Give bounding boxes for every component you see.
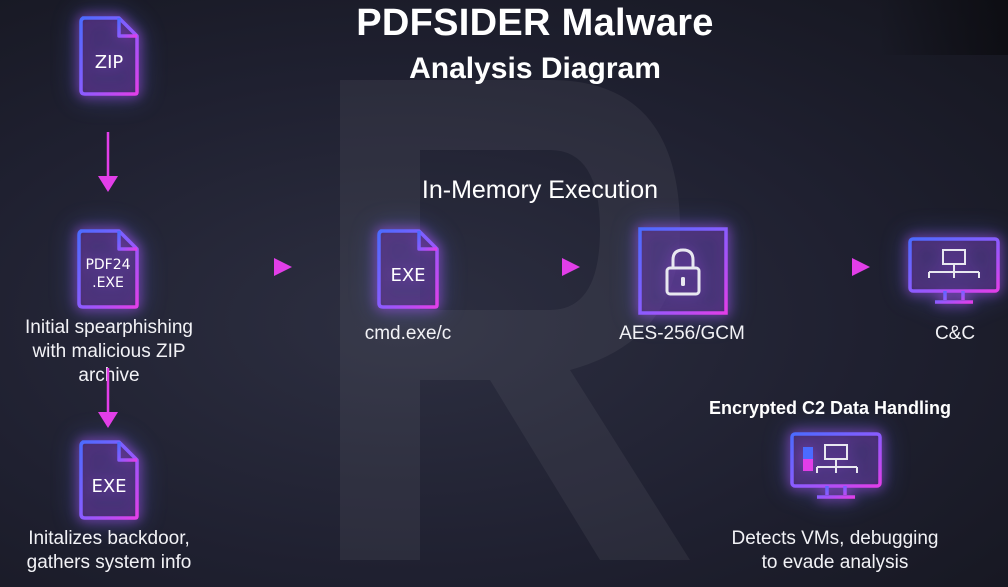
vm-caption-line2: to evade analysis [761,552,909,573]
watermark-logo [340,80,690,560]
aes-caption: AES-256/GCM [619,323,745,344]
pdf24-icon-line1: PDF24 [85,257,131,273]
pdf24-file-icon: PDF24 .EXE [75,227,141,311]
network-monitor-icon [907,236,1001,310]
page-title: PDFSIDER Malware [356,2,714,44]
corner-shade [878,0,1008,55]
vm-caption-line1: Detects VMs, debugging [731,528,939,549]
arrow-zip-to-pdf24 [98,132,118,192]
in-memory-title: In-Memory Execution [421,176,659,204]
encrypted-c2-title: Encrypted C2 Data Handling [708,398,952,418]
cmd-caption: cmd.exe/c [364,323,452,344]
monitor-vm-icon [789,431,883,505]
pdf24-caption-line2: with malicious ZIP archive [32,341,186,386]
arrow-aes-to-cnc [812,258,870,276]
cmd-exe-icon: EXE [375,227,441,311]
cnc-caption: C&C [934,323,976,344]
arrow-cmd-to-aes [522,258,580,276]
pdf24-icon-line2: .EXE [92,275,124,291]
cmd-icon-label: EXE [390,265,426,286]
arrow-pdf24-to-backdoor [98,368,118,428]
page-subtitle: Analysis Diagram [409,52,661,85]
vm-caption: Detects VMs, debugging to evade analysis [710,527,960,575]
backdoor-caption-line1: Initalizes backdoor, [28,528,190,549]
backdoor-icon-label: EXE [91,476,127,497]
backdoor-exe-icon: EXE [77,438,141,522]
pdf24-caption-line1: Initial spearphishing [25,317,193,338]
lock-icon [637,226,729,316]
arrow-pdf24-to-cmd [234,258,292,276]
zip-file-icon: ZIP [77,14,141,98]
backdoor-caption: Initalizes backdoor, gathers system info [0,527,218,575]
pdf24-caption: Initial spearphishing with malicious ZIP… [0,316,218,388]
backdoor-caption-line2: gathers system info [26,552,192,573]
zip-icon-label: ZIP [94,52,124,73]
